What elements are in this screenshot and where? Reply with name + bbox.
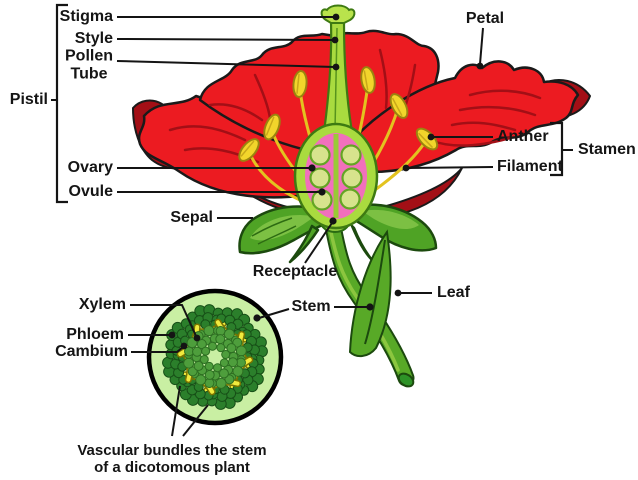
label-leaf: Leaf xyxy=(437,283,470,301)
label-pollen-tube-line2: Tube xyxy=(70,66,108,83)
ovules xyxy=(309,144,363,211)
stem-cross-section xyxy=(146,288,284,426)
label-ovary: Ovary xyxy=(67,158,113,176)
label-style: Style xyxy=(74,29,113,47)
caption-line1: Vascular bundles the stem xyxy=(77,441,267,459)
label-anther: Anther xyxy=(497,127,549,145)
caption-line2: of a dicotomous plant xyxy=(94,459,250,476)
label-pistil: Pistil xyxy=(9,90,48,108)
pistil-shape xyxy=(293,4,379,233)
caption-vascular-bundles: Vascular bundles the stem of a dicotomou… xyxy=(77,442,266,477)
label-phloem: Phloem xyxy=(66,325,124,343)
leaf-shape xyxy=(348,229,392,358)
label-cambium: Cambium xyxy=(55,342,128,360)
label-stigma: Stigma xyxy=(59,7,113,25)
label-stamen: Stamen xyxy=(578,140,636,158)
label-pollen-tube-line1: Pollen xyxy=(64,47,114,65)
leader-lines xyxy=(51,3,573,437)
label-pollen-tube: Pollen Tube xyxy=(65,48,113,85)
label-ovule: Ovule xyxy=(68,182,113,200)
anthers xyxy=(238,66,439,162)
label-stem: Stem xyxy=(291,297,331,315)
label-sepal: Sepal xyxy=(170,208,213,226)
label-petal: Petal xyxy=(465,9,505,27)
label-receptacle: Receptacle xyxy=(252,262,338,280)
label-filament: Filament xyxy=(497,157,563,175)
petals xyxy=(132,29,591,221)
pistil-bracket xyxy=(55,3,68,204)
label-xylem: Xylem xyxy=(78,295,126,313)
leader-dots xyxy=(168,13,484,350)
